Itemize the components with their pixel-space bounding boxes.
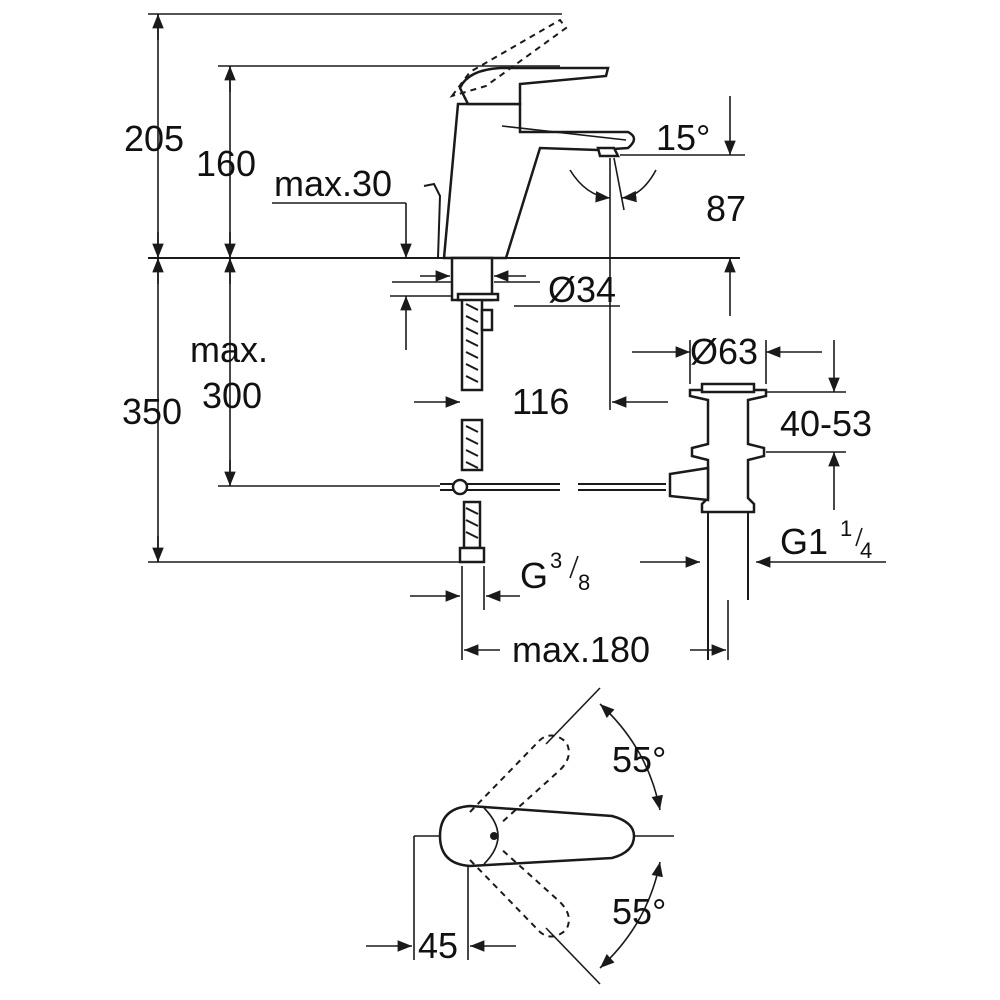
dim-g1-label: G1 <box>780 521 828 562</box>
aerator <box>596 146 621 158</box>
dim-max30: max.30 <box>274 163 392 204</box>
popup-rod <box>423 182 442 259</box>
top-view <box>366 687 674 985</box>
dim-g114-denominator: 4 <box>860 538 872 563</box>
dim-d63: Ø63 <box>690 331 758 372</box>
hose-fitting <box>458 546 486 564</box>
dim-max180: max.180 <box>512 629 650 670</box>
waste-rod-housing <box>668 466 710 502</box>
flex-hose <box>460 418 484 472</box>
dim-55-bottom: 55° <box>612 891 666 932</box>
dim-55-top: 55° <box>612 739 666 780</box>
flow-angle-line <box>613 157 625 211</box>
side-view <box>148 13 886 660</box>
dim-15deg: 15° <box>656 117 710 158</box>
dim-116: 116 <box>512 381 569 422</box>
dim-g114-numerator: 1 <box>840 516 852 541</box>
dim-300: 300 <box>202 375 262 416</box>
top-view-body <box>438 804 636 868</box>
dim-g38-numerator: 3 <box>550 548 562 573</box>
waste-plug <box>700 382 756 394</box>
dim-350: 350 <box>122 391 182 432</box>
dim-160: 160 <box>196 143 256 184</box>
dim-40-53: 40-53 <box>780 403 872 444</box>
dim-g38-label: G <box>520 555 548 596</box>
lever-open-position <box>449 18 568 98</box>
tap-body <box>442 102 636 260</box>
dim-max-label: max. <box>190 329 268 370</box>
top-view-marker <box>490 832 498 840</box>
dim-205: 205 <box>124 118 184 159</box>
dim-d34: Ø34 <box>548 269 616 310</box>
dim-87: 87 <box>706 188 746 229</box>
dim-g38-denominator: 8 <box>578 570 590 595</box>
rod-joint <box>451 478 469 496</box>
clamp <box>480 308 494 332</box>
lever-handle <box>458 66 610 106</box>
dim-45: 45 <box>418 925 458 966</box>
